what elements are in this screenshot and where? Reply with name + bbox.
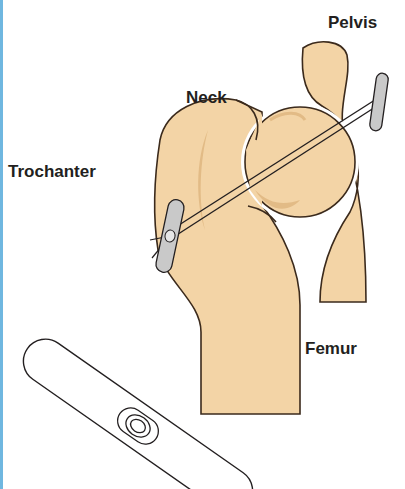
part-label: Pelvis	[328, 14, 377, 31]
pelvis-button	[369, 72, 389, 131]
suture-line	[168, 98, 378, 232]
neck-blend	[246, 113, 262, 206]
part-label: Femur	[305, 340, 357, 357]
trochanter-button	[154, 198, 185, 274]
suture-line	[172, 104, 380, 238]
part-label: Neck	[186, 89, 227, 106]
frame-edge	[0, 0, 3, 489]
button-detail	[15, 331, 261, 489]
part-label: Trochanter	[8, 163, 96, 180]
